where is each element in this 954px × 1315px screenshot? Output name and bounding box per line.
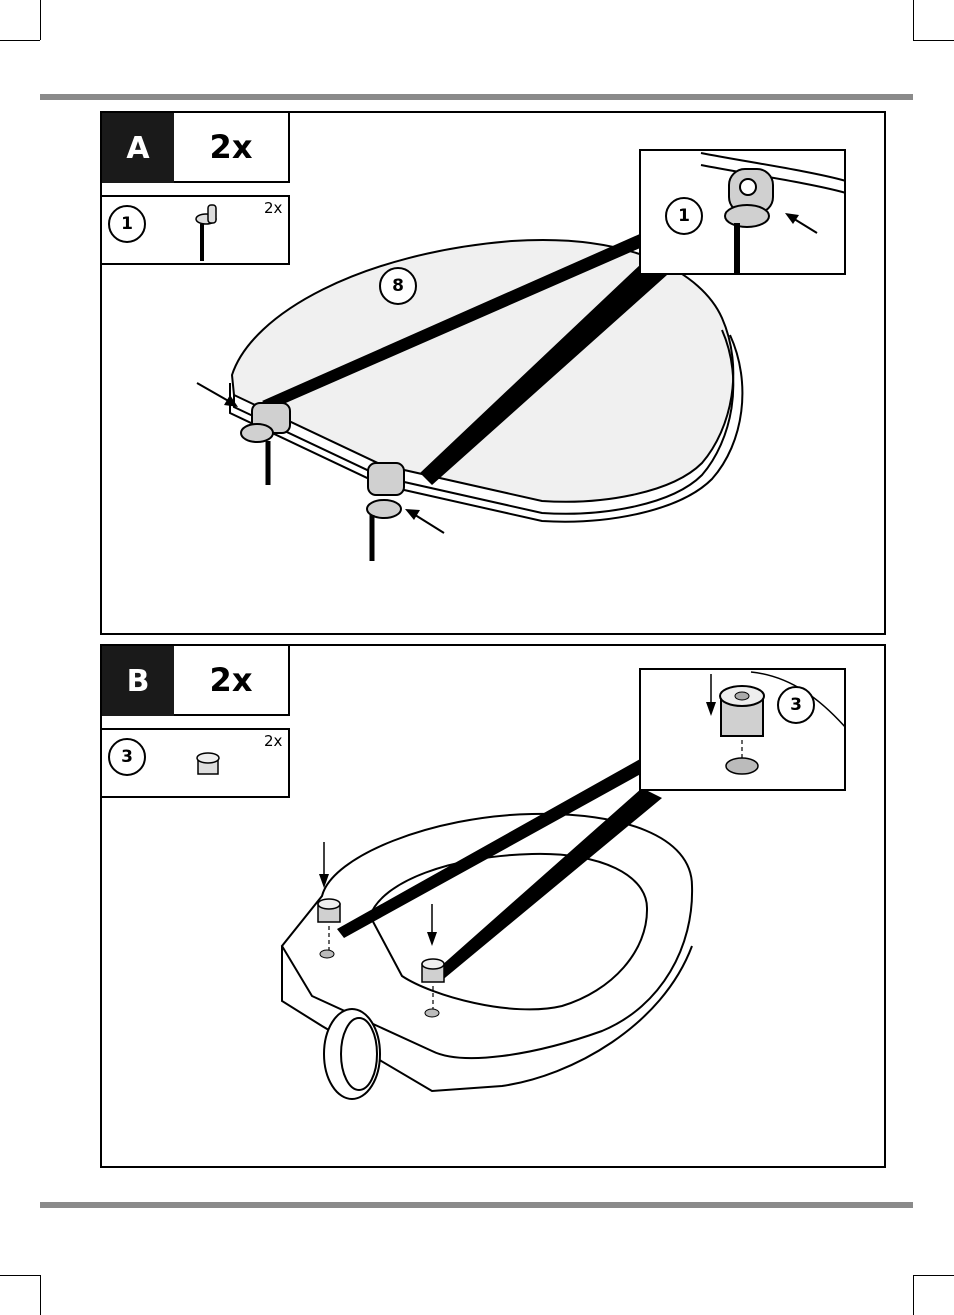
crop-mark-top-right-h <box>913 40 954 41</box>
crop-mark-top-left-h <box>0 40 40 41</box>
step-a-illustration <box>196 233 744 561</box>
hinge-detail-drawing <box>700 152 844 273</box>
crop-mark-top-right-v <box>913 0 914 40</box>
step-a-part-number: 1 <box>108 205 146 243</box>
crop-mark-bottom-left-v <box>40 1275 41 1315</box>
hinge-left <box>240 402 291 485</box>
step-b-panel: B 2x 3 2x 3 <box>100 644 886 1168</box>
top-rule <box>40 94 913 100</box>
crop-mark-bottom-right-v <box>913 1275 914 1315</box>
inset-a-part-number: 1 <box>665 197 703 235</box>
seat-part-number: 8 <box>379 267 417 305</box>
plug-left <box>317 842 341 959</box>
step-a-panel: A 2x 1 2x 8 1 <box>100 111 886 635</box>
step-a-part-quantity: 2x <box>264 199 283 217</box>
hinge-right <box>366 462 405 561</box>
crop-mark-bottom-left-h <box>0 1275 40 1276</box>
bottom-rule <box>40 1202 913 1208</box>
hinge-bolt-icon <box>195 204 217 261</box>
step-a-quantity: 2x <box>174 113 290 183</box>
inset-b-part-number: 3 <box>777 686 815 724</box>
step-a-detail-inset: 1 <box>639 149 846 275</box>
crop-mark-bottom-right-h <box>913 1275 954 1276</box>
plug-detail-drawing <box>706 671 844 775</box>
step-a-letter: A <box>102 113 174 183</box>
plug-right <box>421 904 445 1018</box>
step-b-letter: B <box>102 646 174 716</box>
step-b-parts-box: 3 2x <box>102 728 290 798</box>
step-b-part-number: 3 <box>108 738 146 776</box>
step-b-detail-inset: 3 <box>639 668 846 791</box>
step-b-part-quantity: 2x <box>264 732 283 750</box>
step-a-parts-box: 1 2x <box>102 195 290 265</box>
step-b-quantity: 2x <box>174 646 290 716</box>
step-b-illustration <box>280 758 694 1100</box>
buffer-plug-icon <box>196 752 220 775</box>
crop-mark-top-left-v <box>40 0 41 40</box>
